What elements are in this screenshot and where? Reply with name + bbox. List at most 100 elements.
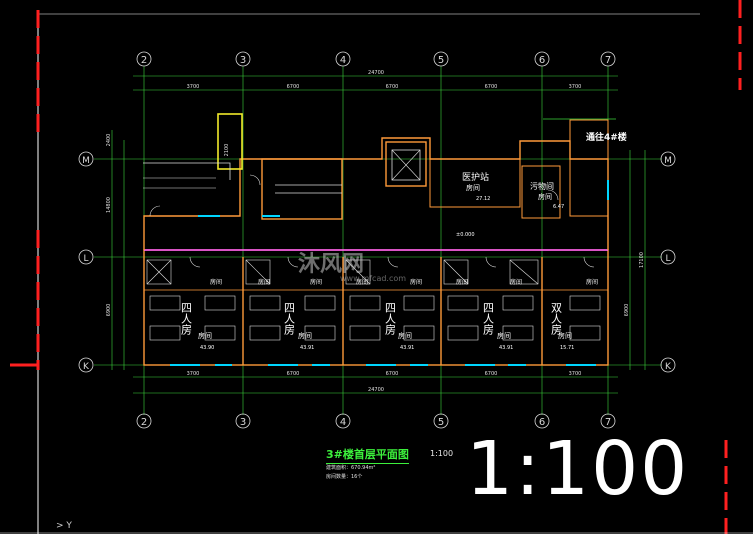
- svg-text:2: 2: [141, 55, 147, 66]
- area-note: 建筑面积：670.94m²: [326, 465, 376, 471]
- axis-column-3-top: 3: [235, 51, 251, 67]
- svg-text:房间: 房间: [456, 278, 468, 286]
- svg-text:3700: 3700: [569, 371, 582, 377]
- bath-labels: 房间 房间 房间 房间 房间 房间 房间 房间: [210, 278, 598, 286]
- svg-text:房间: 房间: [410, 278, 422, 286]
- svg-text:3700: 3700: [569, 84, 582, 90]
- svg-text:7: 7: [605, 417, 611, 428]
- svg-text:5: 5: [438, 417, 444, 428]
- units-note: 房间数量：16个: [326, 474, 363, 480]
- svg-text:3700: 3700: [187, 84, 200, 90]
- axis-row-K-left: K: [78, 357, 94, 373]
- corridor-level: ±0.000: [456, 232, 475, 238]
- svg-text:房间: 房间: [258, 278, 270, 286]
- ward-4-name: 四人房: [482, 302, 495, 336]
- svg-text:K: K: [665, 362, 672, 372]
- axis-bubbles: 2 3 4 5 6 7 2 3 4 5 6 7 M L K M L K: [78, 51, 676, 429]
- svg-text:7: 7: [605, 55, 611, 66]
- ward-3-sub: 房间: [398, 331, 412, 340]
- ward-5-area: 15.71: [560, 345, 574, 351]
- dirty-room-label: 污物间: [530, 181, 554, 191]
- ward-labels: 四人房 房间 43.90 四人房 房间 43.91 四人房 房间 43.91 四…: [180, 302, 575, 351]
- axis-column-7-top: 7: [600, 51, 616, 67]
- svg-text:3700: 3700: [187, 371, 200, 377]
- windows: [170, 180, 609, 366]
- building-walls: [143, 113, 616, 366]
- axis-column-6-top: 6: [534, 51, 550, 67]
- svg-text:6900: 6900: [624, 304, 630, 317]
- axis-row-M-left: M: [78, 151, 94, 167]
- svg-text:M: M: [82, 156, 90, 166]
- svg-text:房间: 房间: [586, 278, 598, 286]
- svg-text:6900: 6900: [106, 304, 112, 317]
- scale-large-label: 1:100: [466, 426, 690, 512]
- nurse-area-label: 27.12: [476, 196, 490, 202]
- svg-text:6700: 6700: [485, 84, 498, 90]
- svg-text:6: 6: [539, 417, 545, 428]
- svg-text:房间: 房间: [510, 278, 522, 286]
- dirty-room-sub: 房间: [538, 192, 552, 201]
- svg-text:房间: 房间: [210, 278, 222, 286]
- svg-text:6700: 6700: [287, 84, 300, 90]
- axis-column-2-bottom: 2: [136, 413, 152, 429]
- ward-3-name: 四人房: [384, 302, 397, 336]
- dirty-room-area: 6.47: [553, 204, 564, 210]
- svg-text:3: 3: [240, 417, 246, 428]
- svg-text:6700: 6700: [485, 371, 498, 377]
- axis-row-M-right: M: [660, 151, 676, 167]
- bathroom-fixtures: [146, 259, 539, 285]
- dimension-text-vertical: 2400 14800 6900 6900 17100 2100: [106, 134, 645, 317]
- axis-column-4-top: 4: [335, 51, 351, 67]
- stair-vertical-label: 通往4#楼: [586, 131, 627, 143]
- svg-text:24700: 24700: [368, 70, 384, 76]
- ward-1-name: 四人房: [180, 302, 193, 336]
- svg-text:6700: 6700: [386, 84, 399, 90]
- nurse-room-label: 房间: [466, 183, 480, 192]
- watermark-brand: 沐风网: [298, 252, 365, 277]
- ward-2-area: 43.91: [300, 345, 314, 351]
- door-arcs: [149, 174, 595, 268]
- svg-text:房间: 房间: [310, 278, 322, 286]
- svg-text:6700: 6700: [386, 371, 399, 377]
- axis-row-L-left: L: [78, 249, 94, 265]
- svg-text:24700: 24700: [368, 387, 384, 393]
- svg-text:通往4#楼: 通往4#楼: [586, 131, 627, 143]
- svg-text:2100: 2100: [224, 144, 230, 157]
- svg-text:5: 5: [438, 55, 444, 66]
- axis-column-7-bottom: 7: [600, 413, 616, 429]
- axis-grid: [94, 66, 662, 415]
- axis-column-6-bottom: 6: [534, 413, 550, 429]
- svg-text:K: K: [83, 362, 90, 372]
- svg-text:房间: 房间: [356, 278, 368, 286]
- ward-1-area: 43.90: [200, 345, 214, 351]
- svg-text:6700: 6700: [287, 371, 300, 377]
- svg-text:4: 4: [340, 55, 346, 66]
- drawing-title-scale: 1:100: [430, 449, 454, 458]
- dimension-text: 3700 6700 6700 6700 3700 24700 3700 6700…: [187, 70, 582, 393]
- axis-column-3-bottom: 3: [235, 413, 251, 429]
- dimension-lines: [111, 75, 646, 394]
- svg-text:2: 2: [141, 417, 147, 428]
- watermark-url: www.mfcad.com: [340, 274, 407, 283]
- axis-column-5-top: 5: [433, 51, 449, 67]
- room-labels: 医护站 房间 27.12 污物间 房间 6.47 ±0.000: [456, 171, 564, 238]
- svg-text:L: L: [83, 254, 88, 264]
- axis-column-4-bottom: 4: [335, 413, 351, 429]
- svg-text:17100: 17100: [639, 252, 645, 268]
- axis-column-2-top: 2: [136, 51, 152, 67]
- svg-text:3: 3: [240, 55, 246, 66]
- nurse-station-label: 医护站: [462, 171, 489, 183]
- ward-1-sub: 房间: [198, 331, 212, 340]
- svg-text:L: L: [665, 254, 670, 264]
- svg-text:4: 4: [340, 417, 346, 428]
- axis-row-K-right: K: [660, 357, 676, 373]
- ward-5-name: 双人房: [550, 302, 563, 336]
- axis-column-5-bottom: 5: [433, 413, 449, 429]
- axis-row-L-right: L: [660, 249, 676, 265]
- ward-4-area: 43.91: [499, 345, 513, 351]
- ward-3-area: 43.91: [400, 345, 414, 351]
- ward-2-name: 四人房: [283, 302, 296, 336]
- svg-text:6: 6: [539, 55, 545, 66]
